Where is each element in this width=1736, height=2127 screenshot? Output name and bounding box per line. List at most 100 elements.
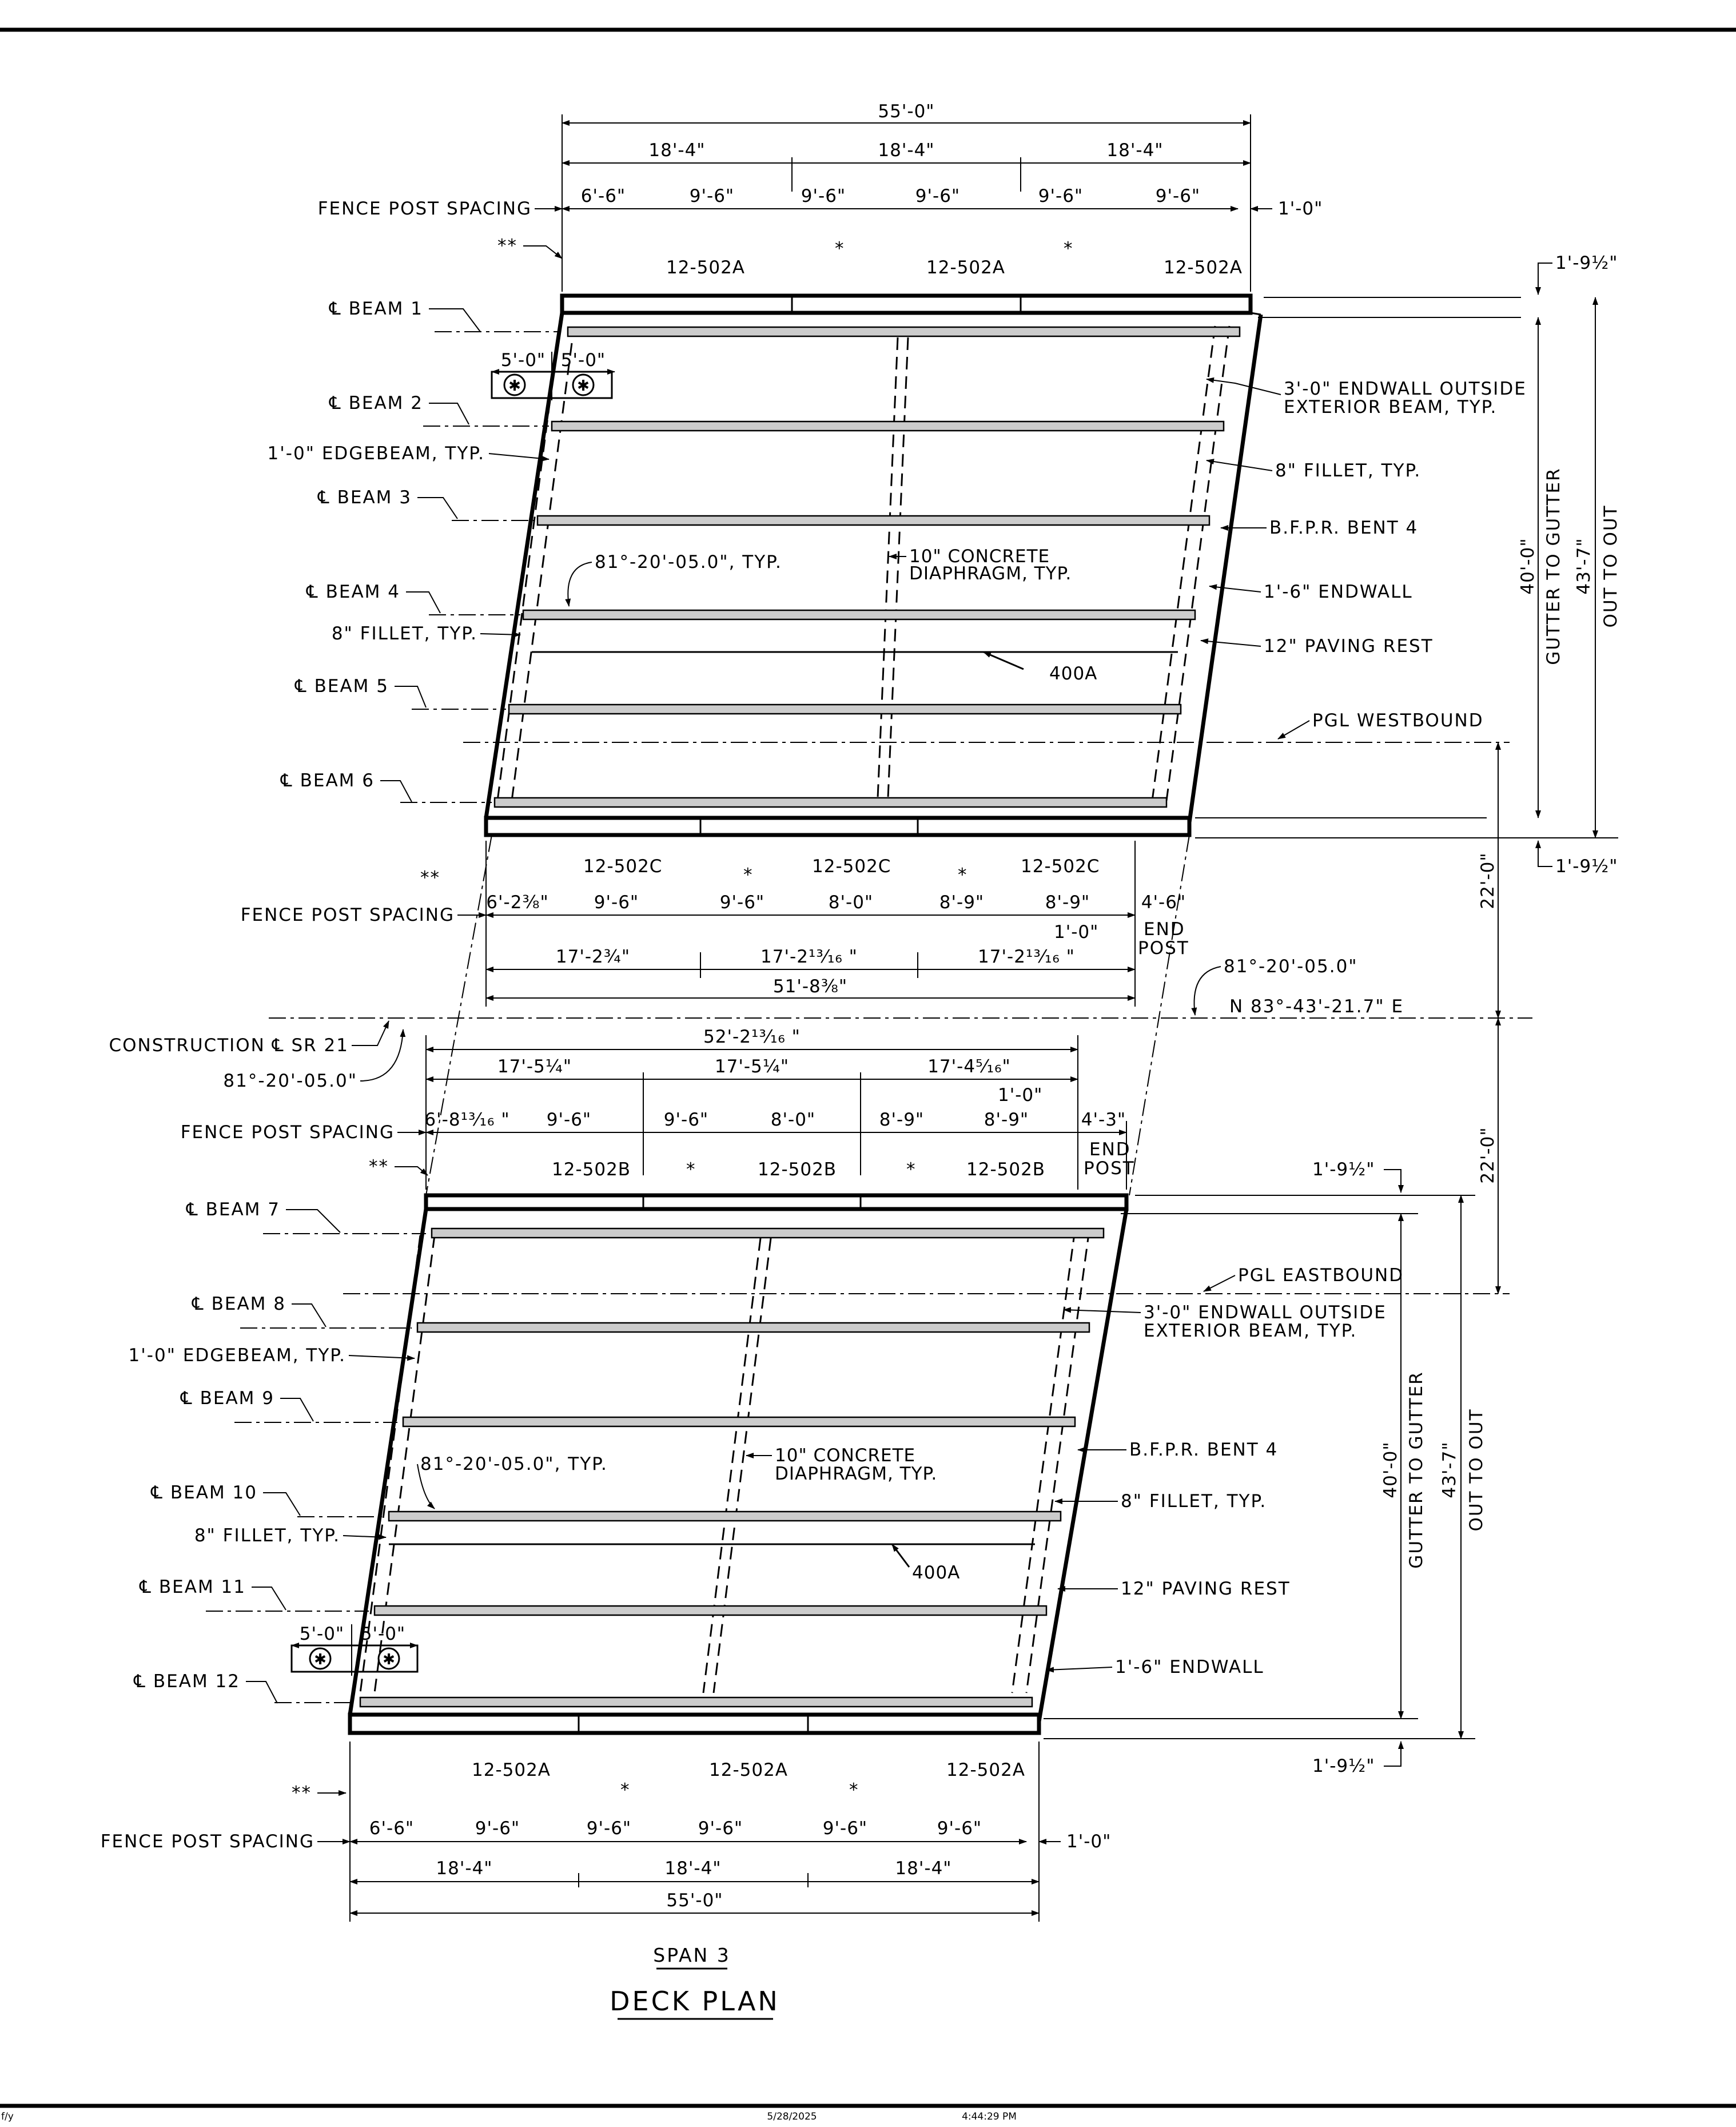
west-left-edge xyxy=(484,312,564,818)
end-e: END xyxy=(1089,1139,1131,1160)
fence-post-spacing-e1: FENCE POST SPACING xyxy=(181,1122,395,1143)
bearing-symbol-icon xyxy=(377,1647,400,1670)
double-star-e1: ** xyxy=(369,1156,389,1177)
fence-post-spacing-e2: FENCE POST SPACING xyxy=(101,1831,314,1852)
dim-9-6-e3: 9'-6" xyxy=(475,1818,520,1839)
east-right-edge xyxy=(1037,1208,1129,1722)
span-subtitle: SPAN 3 xyxy=(653,1944,730,1966)
diaphragm-w1: 10" CONCRETE xyxy=(909,546,1050,567)
dim-9-6-e1: 9'-6" xyxy=(547,1110,591,1130)
bar-b-e3: 12-502B xyxy=(966,1159,1045,1180)
bar-c-w3: 12-502C xyxy=(1021,856,1100,877)
edgebeam-w: 1'-0" EDGEBEAM, TYP. xyxy=(268,443,485,464)
dim-43-7-w: 43'-7" xyxy=(1574,538,1594,594)
dim-1-9-5-e1: 1'-9½" xyxy=(1312,1159,1375,1180)
dim-8-9-e1: 8'-9" xyxy=(879,1110,924,1130)
dim-third-e1: 18'-4" xyxy=(436,1858,492,1879)
end-w: END xyxy=(1144,919,1185,940)
dim-5-0-e1: 5'-0" xyxy=(300,1624,344,1644)
bfpr-w: B.F.P.R. BENT 4 xyxy=(1269,518,1418,538)
diaphragm-w2: DIAPHRAGM, TYP. xyxy=(909,563,1072,584)
star-w2: * xyxy=(1064,238,1074,259)
bar-b-e2: 12-502B xyxy=(758,1159,837,1180)
dim-third-e2: 18'-4" xyxy=(664,1858,721,1879)
skew-typ-w: 81°-20'-05.0", TYP. xyxy=(595,552,782,572)
bar-a-e2: 12-502A xyxy=(709,1760,788,1780)
post-e: POST xyxy=(1084,1158,1135,1179)
east-bottom-dimensions: 6'-6" 9'-6" 9'-6" 9'-6" 9'-6" 9'-6" 1'-0… xyxy=(349,1742,1111,1922)
dim-9-6-e2: 9'-6" xyxy=(664,1110,708,1130)
dim-9-6-e4: 9'-6" xyxy=(587,1818,631,1839)
dim-9-6-c: 9'-6" xyxy=(915,186,960,206)
diaphragm-e2: DIAPHRAGM, TYP. xyxy=(775,1464,937,1484)
dim-8-9-w2: 8'-9" xyxy=(1045,892,1090,913)
west-top-dimensions: 55'-0" 18'-4" 18'-4" 18'-4" 6'-6" 9'-6" … xyxy=(562,101,1323,292)
dim-22-0-b: 22'-0" xyxy=(1478,1127,1498,1183)
bar-a-w1: 12-502A xyxy=(666,257,745,278)
fence-post-spacing-w1: FENCE POST SPACING xyxy=(318,198,532,219)
dim-5-0-w2: 5'-0" xyxy=(561,350,606,371)
skew-right: 81°-20'-05.0" xyxy=(1224,956,1358,977)
dim-1-0-e2: 1'-0" xyxy=(1066,1831,1111,1852)
bar-a-e3: 12-502A xyxy=(946,1760,1025,1780)
dim-6-8-1316: 6'-8¹³⁄₁₆ " xyxy=(424,1110,509,1130)
dim-1-0: 1'-0" xyxy=(1278,198,1323,219)
star-w1: * xyxy=(835,238,845,259)
dim-43-7-e: 43'-7" xyxy=(1439,1441,1460,1498)
double-star-w1: ** xyxy=(497,236,517,256)
gutter-to-gutter-w: GUTTER TO GUTTER xyxy=(1543,467,1564,665)
dim-17-2-1316-b: 17'-2¹³⁄₁₆ " xyxy=(978,947,1075,967)
dim-9-6-e5: 9'-6" xyxy=(698,1818,743,1839)
west-beam-labels: ℄ BEAM 1 ℄ BEAM 2 ℄ BEAM 3 ℄ BEAM 4 ℄ BE… xyxy=(280,299,560,803)
bearing-symbol-icon xyxy=(572,373,595,396)
dim-overall-55: 55'-0" xyxy=(878,101,934,122)
dim-9-6-e: 9'-6" xyxy=(1156,186,1200,206)
dim-17-5-14-a: 17'-5¼" xyxy=(497,1056,572,1077)
bfpr-e: B.F.P.R. BENT 4 xyxy=(1129,1440,1278,1460)
dim-5-0-e2: 5'-0" xyxy=(361,1624,405,1644)
footer-left: f/y xyxy=(1,2111,14,2122)
dim-8-9-e2: 8'-9" xyxy=(984,1110,1029,1130)
dim-1-9-5-e2: 1'-9½" xyxy=(1312,1756,1375,1776)
bearing-label: N 83°-43'-21.7" E xyxy=(1229,996,1404,1017)
dim-17-4-516: 17'-4⁵⁄₁₆" xyxy=(927,1056,1011,1077)
svg-text:✱: ✱ xyxy=(314,1651,327,1668)
fillet-typ-w-left: 8" FILLET, TYP. xyxy=(332,623,477,644)
west-bottom-edge xyxy=(484,816,1192,837)
dim-9-6-d: 9'-6" xyxy=(1038,186,1083,206)
beam-11-label: ℄ BEAM 11 xyxy=(139,1577,246,1597)
dim-1-0-w2: 1'-0" xyxy=(1054,922,1098,943)
dim-8-0-e: 8'-0" xyxy=(771,1110,815,1130)
gutter-to-gutter-e: GUTTER TO GUTTER xyxy=(1406,1371,1427,1568)
east-bottom-edge xyxy=(348,1712,1041,1735)
west-bottom-dimensions: 6'-2⅜" 9'-6" 9'-6" 8'-0" 8'-9" 8'-9" 4'-… xyxy=(485,841,1188,1007)
bar-a-e1: 12-502A xyxy=(472,1760,551,1780)
beam-9-label: ℄ BEAM 9 xyxy=(180,1388,274,1409)
double-star-e2: ** xyxy=(292,1783,312,1803)
out-to-out-e: OUT TO OUT xyxy=(1466,1408,1487,1531)
dim-51-8-38: 51'-8⅜" xyxy=(773,976,847,997)
out-to-out-w: OUT TO OUT xyxy=(1600,504,1621,627)
paving-rest-w: 12" PAVING REST xyxy=(1264,636,1434,657)
dim-third-e3: 18'-4" xyxy=(895,1858,951,1879)
edgebeam-e: 1'-0" EDGEBEAM, TYP. xyxy=(129,1345,346,1366)
dim-1-9-5-w2: 1'-9½" xyxy=(1555,856,1618,877)
dim-6-6: 6'-6" xyxy=(581,186,626,206)
endwall-outside-e1: 3'-0" ENDWALL OUTSIDE xyxy=(1144,1302,1387,1323)
pgl-westbound: PGL WESTBOUND xyxy=(1312,710,1484,731)
star-e3: * xyxy=(620,1780,631,1800)
footer-time: 4:44:29 PM xyxy=(962,2111,1017,2122)
dim-third-2: 18'-4" xyxy=(878,140,934,161)
beam-3-label: ℄ BEAM 3 xyxy=(317,487,412,508)
paving-rest-e: 12" PAVING REST xyxy=(1121,1579,1291,1599)
double-star-w2: ** xyxy=(420,868,440,888)
dim-9-6-e7: 9'-6" xyxy=(937,1818,982,1839)
dim-22-0-a: 22'-0" xyxy=(1478,852,1498,909)
beam-4-label: ℄ BEAM 4 xyxy=(306,582,400,602)
star-e4: * xyxy=(849,1780,859,1800)
dim-17-2-34: 17'-2¾" xyxy=(556,947,630,967)
star-w4: * xyxy=(958,865,968,885)
dim-9-6-w-b1: 9'-6" xyxy=(594,892,639,913)
bar-400a-w: 400A xyxy=(1049,663,1097,684)
star-e1: * xyxy=(686,1159,696,1180)
